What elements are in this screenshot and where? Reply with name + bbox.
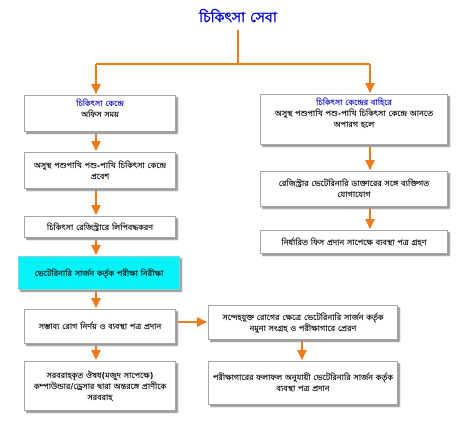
left-box-sub: অফিস সময় [81, 110, 119, 119]
middle-box-lab-result: পরীক্ষাগারের ফলাফল অনুযায়ী ভেটেরিনারি স… [208, 361, 398, 405]
left-box2-text: অসুস্থ পশুপাখি পশু-পাখি চিকিৎসা কেন্দ্রে… [33, 160, 167, 181]
left-box-registration: চিকিৎসা রেজিস্ট্রারে লিপিবদ্ধকরণ [24, 216, 176, 238]
left-box-examination: ভেটেরিনারি সার্জন কর্তৃক পরীক্ষা নিরীক্ষ… [18, 256, 180, 290]
left-box4-text: ভেটেরিনারি সার্জন কর্তৃক পরীক্ষা নিরীক্ষ… [34, 268, 164, 278]
left-box-office-hours: চিকিৎসা কেন্দ্রে অফিস সময় [24, 95, 176, 132]
left-box-medicine-supply: সরবরাহকৃত ঔষধ(মজুদ সাপেক্ষে) কম্পাউন্ডার… [24, 361, 176, 411]
left-box6-text: সরবরাহকৃত ঔষধ(মজুদ সাপেক্ষে) কম্পাউন্ডার… [33, 370, 167, 402]
right-box-fee: নির্ধারিত ফিস প্রদান সাপেক্ষে ব্যবস্থা প… [260, 230, 448, 254]
left-box3-text: চিকিৎসা রেজিস্ট্রারে লিপিবদ্ধকরণ [46, 222, 154, 232]
middle-box2-text: পরীক্ষাগারের ফলাফল অনুযায়ী ভেটেরিনারি স… [213, 373, 393, 393]
right-box2-text: রেজিস্ট্রার ভেটেরিনারি ডাক্তারের সঙ্গে ব… [278, 179, 430, 199]
diagram-title: চিকিৎসা সেবা [199, 10, 277, 26]
left-box5-text: সম্ভাব্য রোগ নির্ণয় ও ব্যবস্থা পত্র প্র… [38, 322, 162, 331]
right-box-sub: অসুস্থ পশুপাখি পশু-পাখি চিকিৎসা কেন্দ্রে… [274, 109, 434, 129]
left-box-diagnosis: সম্ভাব্য রোগ নির্ণয় ও ব্যবস্থা পত্র প্র… [24, 309, 176, 344]
left-box-heading: চিকিৎসা কেন্দ্রে [76, 99, 124, 108]
right-box-outside-center: চিকিৎসা কেন্দ্রের বাহিরে অসুস্থ পশুপাখি … [260, 94, 448, 145]
right-box-heading: চিকিৎসা কেন্দ্রের বাহিরে [316, 98, 392, 107]
right-box3-text: নির্ধারিত ফিস প্রদান সাপেক্ষে ব্যবস্থা প… [281, 237, 427, 247]
right-box-contact: রেজিস্ট্রার ভেটেরিনারি ডাক্তারের সঙ্গে ব… [260, 171, 448, 207]
middle-box1-text: সন্দেহযুক্ত রোগের ক্ষেত্রে ভেটেরিনারি সা… [222, 312, 384, 333]
middle-box-sample-collection: সন্দেহযুক্ত রোগের ক্ষেত্রে ভেটেরিনারি সা… [208, 305, 398, 340]
left-box-animal-entry: অসুস্থ পশুপাখি পশু-পাখি চিকিৎসা কেন্দ্রে… [24, 152, 176, 189]
